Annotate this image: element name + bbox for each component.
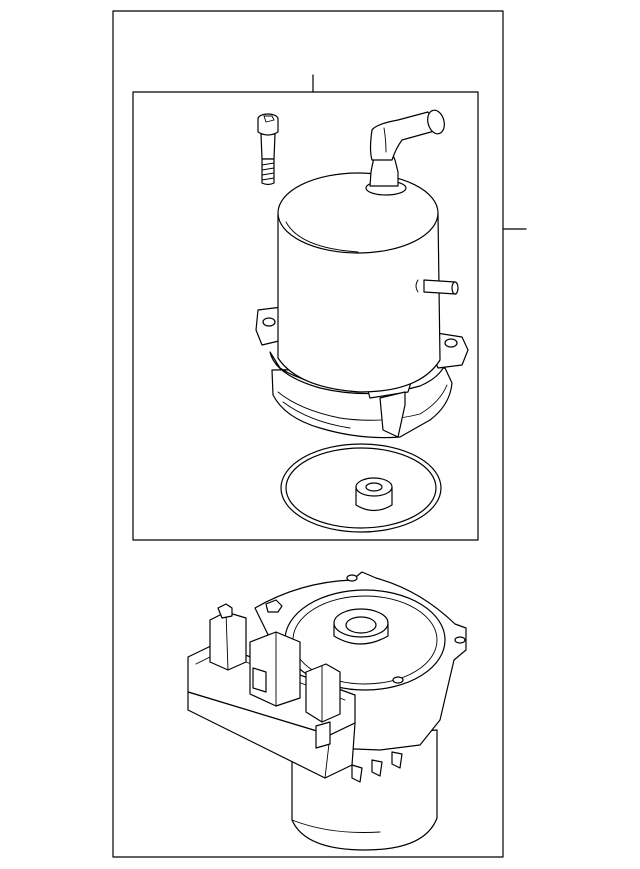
inset-box xyxy=(132,91,479,541)
cap-screw xyxy=(257,113,279,186)
spacer-bushing xyxy=(355,477,393,512)
outer-frame xyxy=(112,10,504,858)
reservoir-assembly xyxy=(255,109,469,439)
electric-pump-motor-unit xyxy=(187,571,467,851)
o-ring-seal xyxy=(280,443,442,533)
